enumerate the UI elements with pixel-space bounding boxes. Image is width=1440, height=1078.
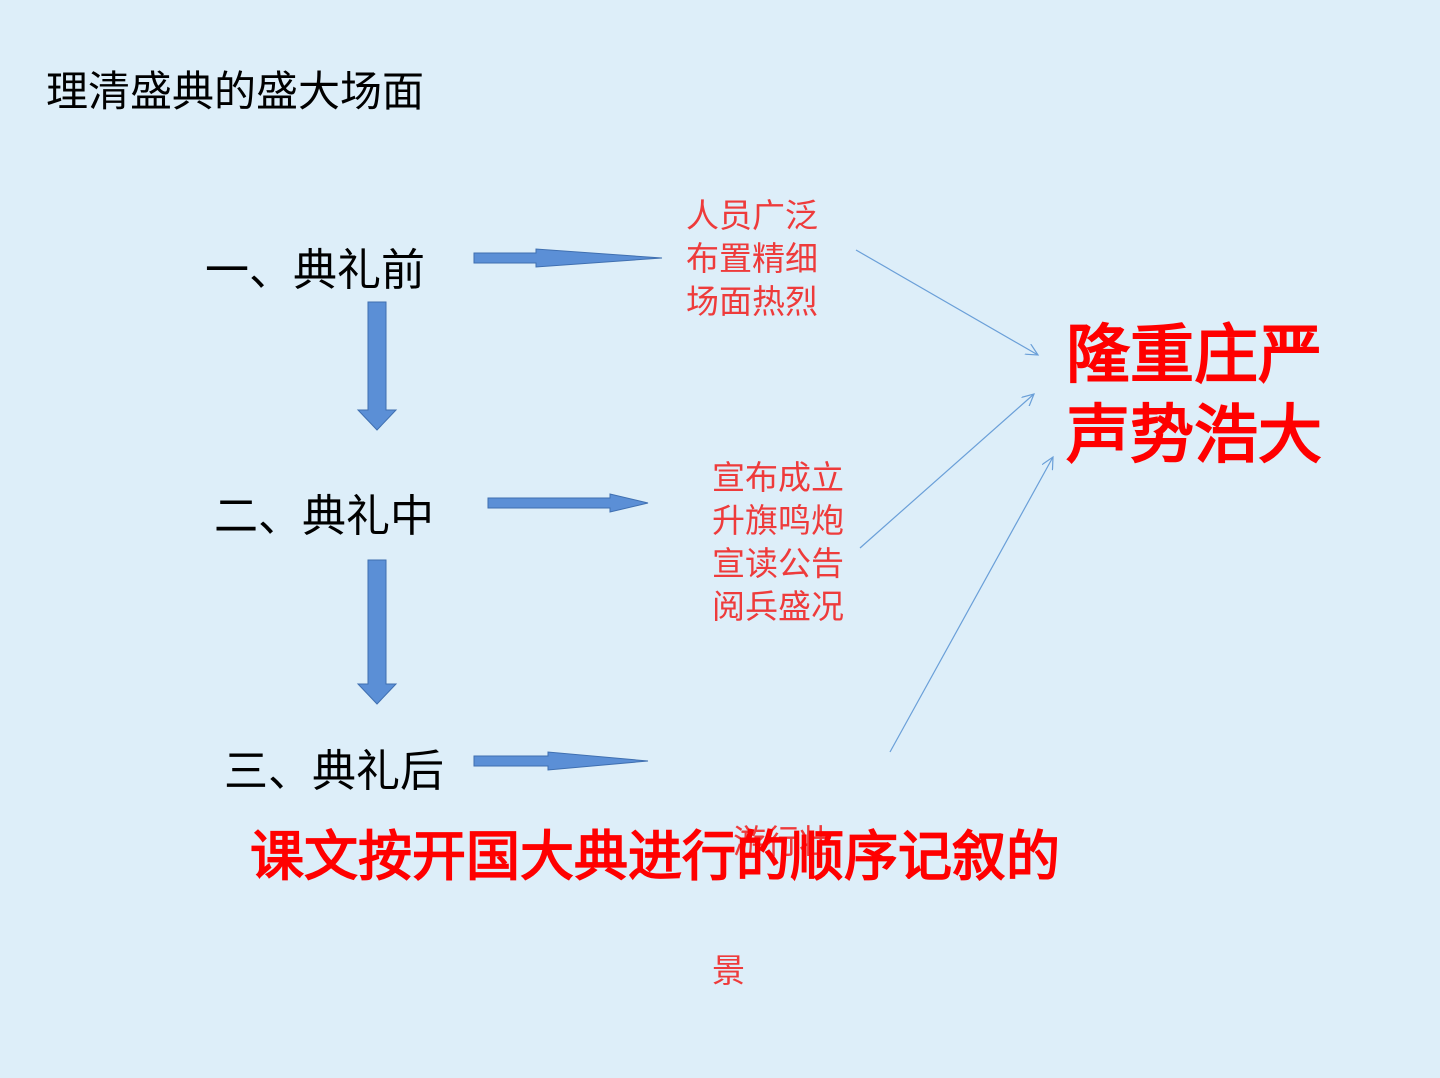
stage-after: 三、典礼后 <box>224 746 444 797</box>
right-arrow-icon <box>473 248 663 268</box>
detail-line: 阅兵盛况 <box>712 587 844 626</box>
detail-line: 升旗鸣炮 <box>712 501 844 540</box>
connector-arrow <box>859 394 1034 549</box>
detail-line: 景 <box>712 951 745 990</box>
connector-arrow <box>855 249 1038 355</box>
slide-title: 理清盛典的盛大场面 <box>46 67 425 116</box>
arrows-layer <box>356 248 1440 771</box>
stage-before: 一、典礼前 <box>205 245 425 296</box>
details-before: 人员广泛 布置精细 场面热烈 <box>686 194 818 323</box>
detail-line: 人员广泛 <box>686 196 818 235</box>
detail-line: 布置精细 <box>686 239 818 278</box>
connector-arrow <box>889 457 1053 753</box>
conclusion-line: 声势浩大 <box>1066 399 1322 473</box>
right-arrow-icon <box>487 493 649 513</box>
conclusion: 隆重庄严 声势浩大 <box>1066 316 1322 476</box>
slide: 理清盛典的盛大场面 一、典礼前 二、典礼中 三、典礼后 人员广泛 布置精细 场面… <box>46 67 1440 990</box>
conclusion-line: 隆重庄严 <box>1066 319 1322 393</box>
detail-line: 宣读公告 <box>712 544 844 583</box>
down-arrow-icon <box>356 559 398 705</box>
detail-line: 游行壮 <box>712 822 832 861</box>
down-arrow-icon <box>356 301 398 431</box>
detail-line: 场面热烈 <box>686 282 818 321</box>
details-during: 宣布成立 升旗鸣炮 宣读公告 阅兵盛况 <box>712 456 844 628</box>
right-arrow-icon <box>473 751 649 771</box>
stage-during: 二、典礼中 <box>214 491 434 542</box>
detail-line: 宣布成立 <box>712 458 844 497</box>
bottom-note: 课文按开国大典进行的顺序记叙的 <box>250 825 1060 888</box>
